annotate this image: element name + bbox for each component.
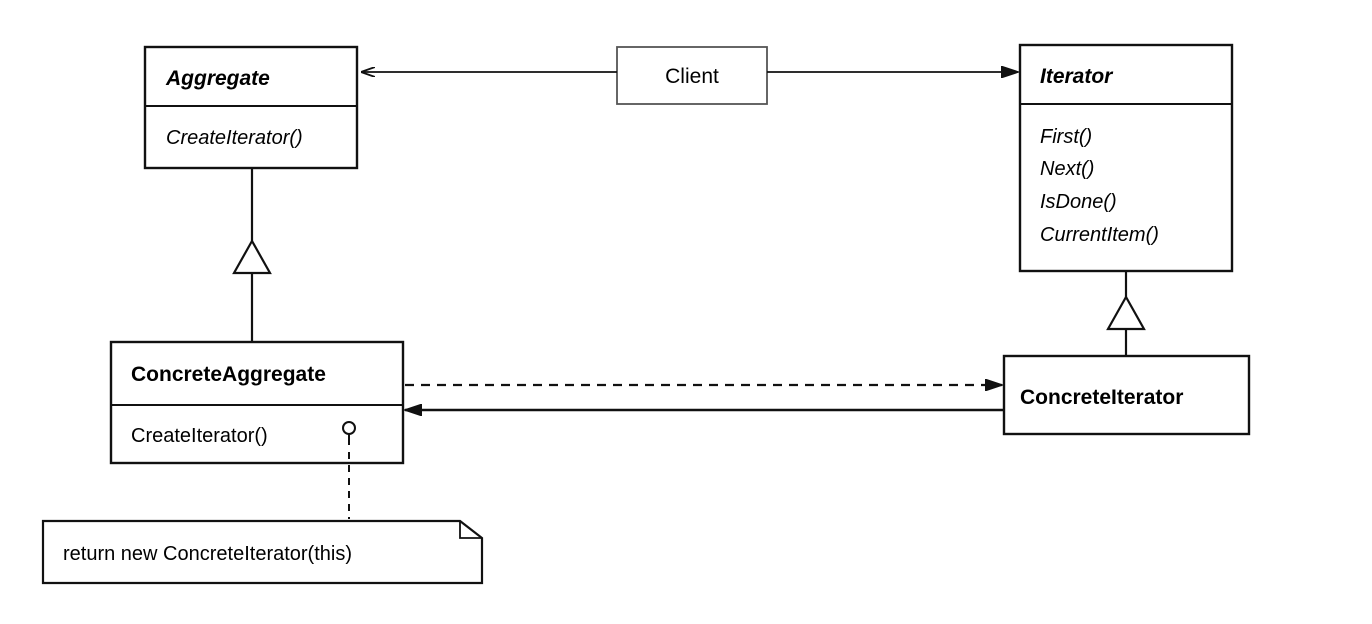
note-folded-corner-icon xyxy=(459,521,482,539)
iterator-class-name: Iterator xyxy=(1040,65,1114,88)
note-text: return new ConcreteIterator(this) xyxy=(63,543,352,565)
concrete-aggregate-class: ConcreteAggregate CreateIterator() xyxy=(109,340,405,465)
iterator-operation: IsDone() xyxy=(1040,191,1117,213)
concrete-aggregate-class-name: ConcreteAggregate xyxy=(131,363,326,386)
client-box: Client xyxy=(616,46,768,105)
iterator-operation: CurrentItem() xyxy=(1040,224,1159,246)
aggregate-operation: CreateIterator() xyxy=(166,127,303,149)
inheritance-triangle-icon xyxy=(232,238,272,275)
note-anchor-circle xyxy=(342,421,356,435)
inheritance-triangle-icon xyxy=(1106,294,1146,331)
iterator-class: Iterator First() Next() IsDone() Current… xyxy=(1018,43,1234,273)
aggregate-generalization xyxy=(232,168,272,342)
iterator-operation: First() xyxy=(1040,126,1092,148)
aggregate-class: Aggregate CreateIterator() xyxy=(143,45,359,170)
concrete-iterator-class-name: ConcreteIterator xyxy=(1020,386,1183,409)
concrete-aggregate-operation: CreateIterator() xyxy=(131,425,268,447)
code-note: return new ConcreteIterator(this) xyxy=(41,519,484,585)
aggregate-class-name: Aggregate xyxy=(165,67,270,90)
concrete-iterator-class: ConcreteIterator xyxy=(1002,354,1251,436)
iterator-generalization xyxy=(1106,271,1146,356)
client-label: Client xyxy=(665,65,719,88)
iterator-operation: Next() xyxy=(1040,158,1094,180)
